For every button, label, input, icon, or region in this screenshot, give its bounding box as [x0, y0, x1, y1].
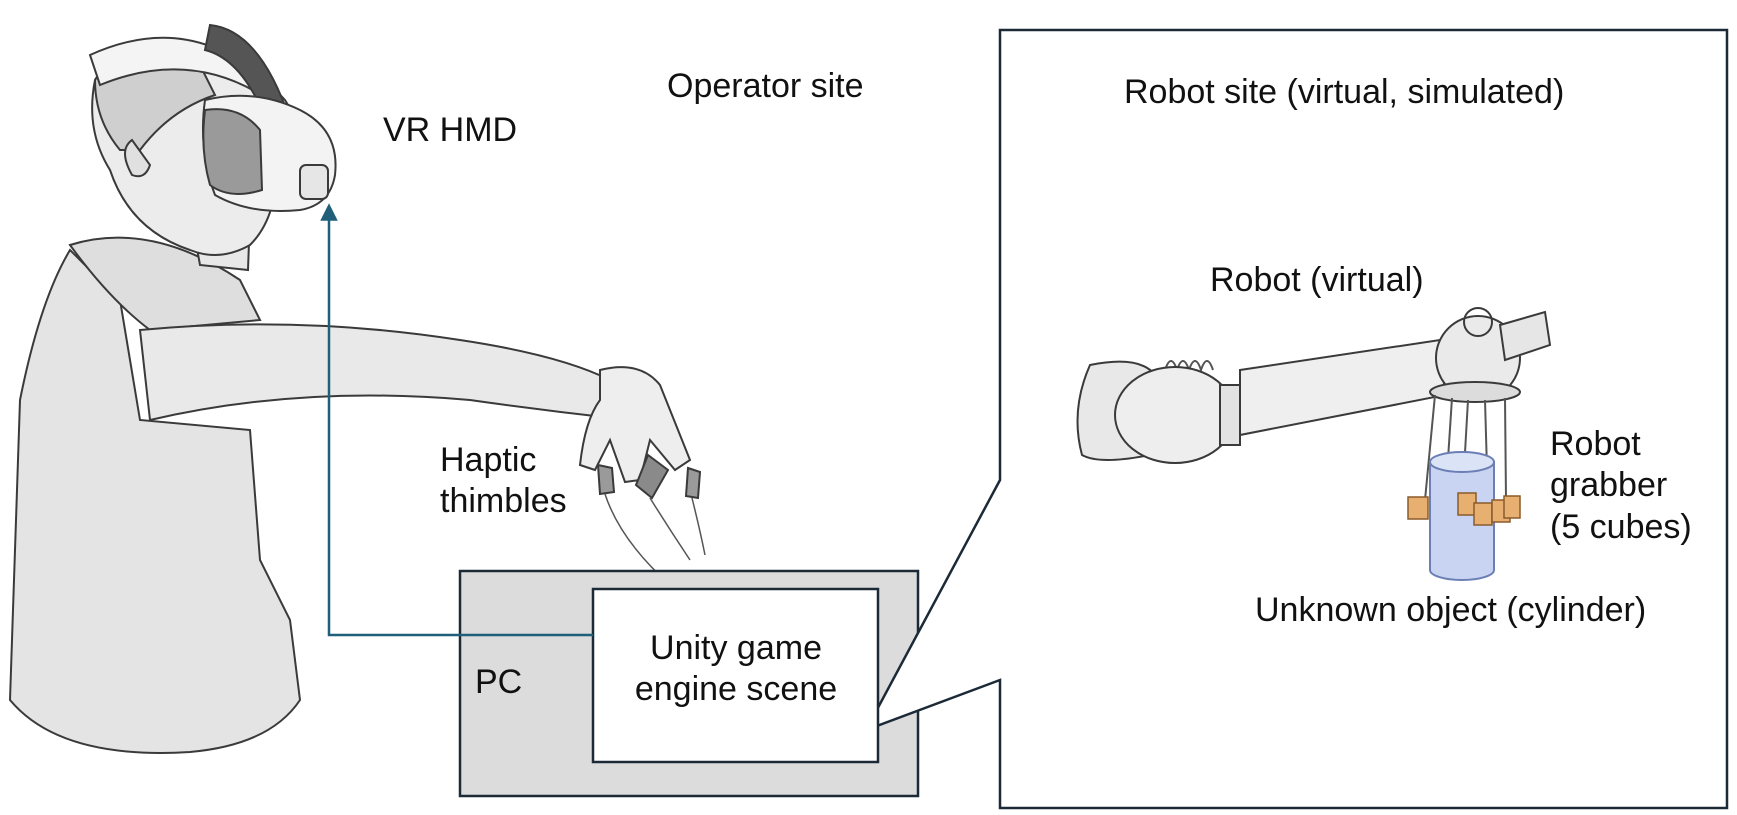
robot-site-label: Robot site (virtual, simulated) [1124, 73, 1565, 111]
robot-arm-illustration [1076, 307, 1552, 506]
operator-illustration [8, 23, 706, 754]
unity-scene-label: Unity game engine scene [634, 629, 838, 709]
cylinder-object [1429, 451, 1495, 581]
robot-grabber-label: Robot grabber (5 cubes) [1550, 425, 1692, 546]
unity-scene-box [591, 587, 880, 764]
vr-headset-icon [201, 94, 337, 212]
operator-site-label: Operator site [667, 67, 864, 105]
connector-arrow [320, 203, 593, 637]
haptic-thimbles-label: Haptic thimbles [440, 441, 567, 521]
unknown-object-label: Unknown object (cylinder) [1255, 591, 1647, 629]
vr-hmd-label: VR HMD [383, 111, 518, 149]
gripper-cubes [1407, 492, 1521, 526]
robot-virtual-label: Robot (virtual) [1210, 261, 1424, 299]
pc-label: PC [475, 663, 523, 701]
